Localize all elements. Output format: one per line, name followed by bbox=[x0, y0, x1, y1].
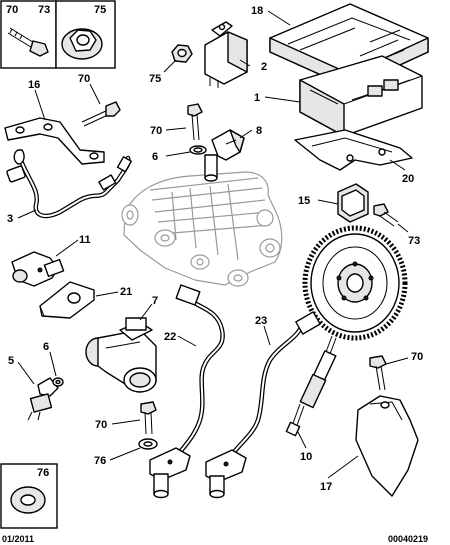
harness-3 bbox=[6, 149, 133, 219]
footer-ref: 00040219 bbox=[388, 534, 428, 544]
bolt-70-right bbox=[369, 355, 387, 391]
callout-21: 21 bbox=[120, 286, 132, 298]
fastener-box-75: 75 bbox=[55, 0, 116, 69]
callout-70-d: 70 bbox=[411, 351, 423, 363]
crank-sensor-22 bbox=[149, 284, 225, 499]
callout-10: 10 bbox=[300, 451, 312, 463]
flywheel bbox=[302, 225, 408, 341]
callout-16: 16 bbox=[28, 79, 40, 91]
callout-23: 23 bbox=[255, 315, 267, 327]
fastener-box-76: 76 bbox=[0, 463, 58, 529]
intake-manifold-outline bbox=[121, 171, 283, 287]
relay-2 bbox=[204, 21, 248, 88]
callout-76: 76 bbox=[94, 455, 106, 467]
callout-73: 73 bbox=[408, 235, 420, 247]
nut-75 bbox=[171, 44, 193, 63]
bracket-15 bbox=[337, 183, 369, 223]
callout-8: 8 bbox=[256, 125, 262, 137]
bracket-21 bbox=[39, 281, 95, 319]
oring-6-lower bbox=[52, 377, 64, 387]
callout-75-box: 75 bbox=[94, 4, 106, 16]
callout-5: 5 bbox=[8, 355, 14, 367]
throttle-body-7 bbox=[85, 317, 157, 393]
callout-6-b: 6 bbox=[43, 341, 49, 353]
callout-labels: 18 2 75 1 16 70 70 8 6 20 3 15 73 11 21 … bbox=[7, 5, 423, 493]
bolt-73 bbox=[373, 203, 399, 227]
flange-nut-icon bbox=[61, 28, 103, 60]
washer-76 bbox=[138, 438, 158, 450]
callout-73-box: 73 bbox=[38, 4, 50, 16]
ecu-bracket-20 bbox=[294, 129, 413, 171]
oring-6 bbox=[189, 145, 207, 155]
callout-70-c: 70 bbox=[95, 419, 107, 431]
callout-15: 15 bbox=[298, 195, 310, 207]
callout-6-a: 6 bbox=[152, 151, 158, 163]
footer-date: 01/2011 bbox=[2, 534, 34, 544]
sensor-5 bbox=[27, 377, 59, 421]
callout-70-box: 70 bbox=[6, 4, 18, 16]
sensor-11 bbox=[11, 251, 65, 287]
callout-76-box: 76 bbox=[37, 467, 49, 479]
bolt-70-mid bbox=[187, 103, 203, 141]
fastener-box-70-73: 70 73 bbox=[0, 0, 57, 69]
callout-11: 11 bbox=[79, 234, 91, 246]
callout-1: 1 bbox=[254, 92, 260, 104]
sensor-10 bbox=[285, 335, 337, 437]
bolt-70-icon bbox=[7, 27, 49, 57]
bolt-70-upper bbox=[81, 101, 121, 127]
camshaft-sensor-8 bbox=[204, 129, 245, 182]
callout-18: 18 bbox=[251, 5, 263, 17]
washer-icon bbox=[10, 486, 46, 514]
callout-3: 3 bbox=[7, 213, 13, 225]
callout-70-a: 70 bbox=[78, 73, 90, 85]
sensor-23 bbox=[205, 311, 321, 499]
callout-7: 7 bbox=[152, 295, 158, 307]
callout-2: 2 bbox=[261, 61, 267, 73]
bracket-16 bbox=[4, 117, 105, 165]
callout-75: 75 bbox=[149, 73, 161, 85]
callout-17: 17 bbox=[320, 481, 332, 493]
bolt-70-lower bbox=[140, 401, 157, 435]
callout-70-b: 70 bbox=[150, 125, 162, 137]
leader-lines bbox=[17, 10, 409, 479]
callout-22: 22 bbox=[164, 331, 176, 343]
heat-shield-17 bbox=[355, 395, 419, 497]
callout-20: 20 bbox=[402, 173, 414, 185]
